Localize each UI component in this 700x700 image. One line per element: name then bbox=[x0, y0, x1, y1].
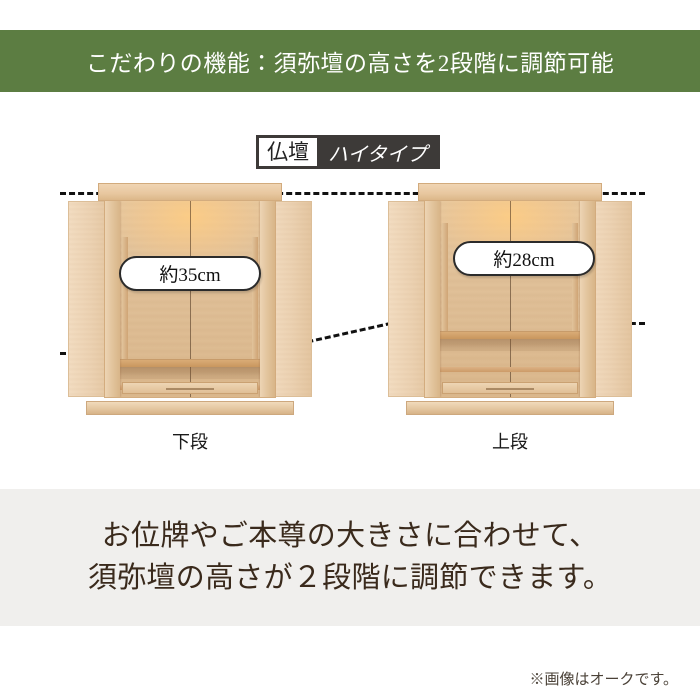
description-line-1: お位牌やご本尊の大きさに合わせて、 bbox=[101, 520, 599, 553]
back-panel-seam bbox=[510, 201, 511, 397]
adjustable-shelf bbox=[120, 359, 260, 379]
bottom-tray bbox=[442, 382, 578, 394]
cabinet-plinth bbox=[86, 401, 294, 415]
fixed-ledge bbox=[440, 367, 580, 372]
image-disclaimer-note: ※画像はオークです。 bbox=[529, 672, 678, 688]
badge-primary-label: 仏壇 bbox=[259, 138, 317, 166]
cabinet-carcass bbox=[424, 200, 596, 398]
cabinet-plinth bbox=[406, 401, 614, 415]
measurement-pill-upper: 約28cm bbox=[453, 241, 595, 276]
cabinet-interior bbox=[120, 201, 260, 397]
cabinet-stile-left bbox=[105, 201, 120, 397]
adjust-rail-right bbox=[572, 223, 578, 335]
cabinet-lower bbox=[68, 183, 312, 415]
product-type-badge: 仏壇 ハイタイプ bbox=[256, 135, 440, 169]
cabinet-comparison-diagram: 約35cm 約28cm 下段 上段 bbox=[0, 175, 700, 475]
adjustable-shelf bbox=[440, 331, 580, 351]
cabinet-stile-left bbox=[425, 201, 440, 397]
cabinet-door-right bbox=[268, 201, 312, 397]
header-banner: こだわりの機能：須弥壇の高さを2段階に調節可能 bbox=[0, 30, 700, 92]
description-line-2: 須弥壇の高さが２段階に調節できます。 bbox=[87, 561, 613, 594]
adjust-rail-left bbox=[442, 223, 448, 335]
cabinet-caption-lower: 下段 bbox=[172, 432, 208, 452]
cabinet-top-cap bbox=[98, 183, 282, 201]
adjust-rail-left bbox=[122, 237, 128, 361]
cabinet-stile-right bbox=[260, 201, 275, 397]
back-panel-seam bbox=[190, 201, 191, 397]
measurement-pill-lower: 約35cm bbox=[119, 256, 261, 291]
cabinet-interior bbox=[440, 201, 580, 397]
cabinet-carcass bbox=[104, 200, 276, 398]
adjust-rail-right bbox=[252, 237, 258, 361]
cabinet-top-cap bbox=[418, 183, 602, 201]
description-band: お位牌やご本尊の大きさに合わせて、 須弥壇の高さが２段階に調節できます。 bbox=[0, 489, 700, 626]
bottom-tray bbox=[122, 382, 258, 394]
cabinet-caption-upper: 上段 bbox=[492, 432, 528, 452]
top-reference-dashed-line bbox=[60, 192, 645, 195]
cabinet-upper bbox=[388, 183, 632, 415]
badge-secondary-label: ハイタイプ bbox=[328, 143, 427, 166]
page-title: こだわりの機能：須弥壇の高さを2段階に調節可能 bbox=[85, 51, 615, 76]
cabinet-stile-right bbox=[580, 201, 595, 397]
